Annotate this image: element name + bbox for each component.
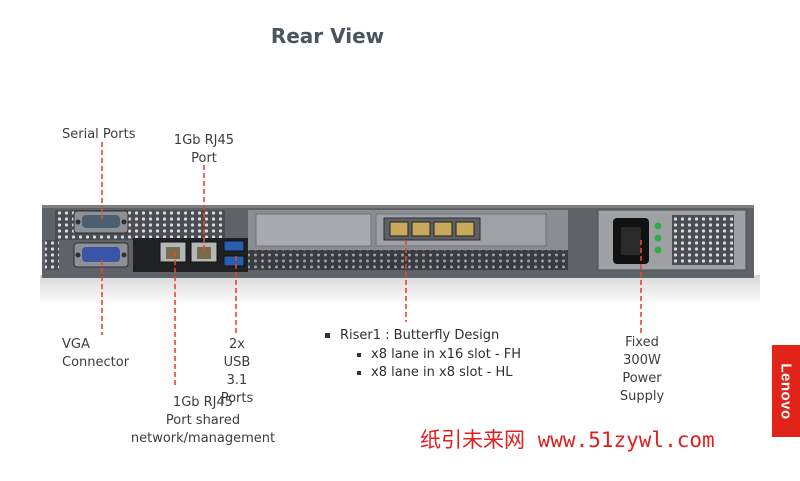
- pcie-network-card: [383, 217, 481, 241]
- label-usb-line2: USB: [223, 355, 251, 370]
- serial-port: [73, 210, 129, 234]
- label-rj45-shared-line3: network/management: [130, 431, 276, 446]
- riser-item: x8 lane in x16 slot - FH: [371, 347, 522, 362]
- label-psu-line3: Power: [622, 371, 662, 386]
- floor-reflection: [40, 275, 760, 305]
- label-power-supply: Fixed 300W Power Supply: [606, 334, 678, 406]
- label-vga-connector: VGA Connector: [62, 336, 129, 372]
- watermark: 纸引未来网 www.51zywl.com: [420, 428, 715, 452]
- label-usb-line4: Ports: [220, 391, 254, 406]
- label-rj45-port: 1Gb RJ45 Port: [162, 132, 246, 168]
- label-usb-line1: 2x: [229, 337, 245, 352]
- lenovo-logo-text: Lenovo: [777, 362, 795, 420]
- usb-ports: [223, 240, 245, 267]
- label-rj45-shared-line1: 1Gb RJ45: [172, 395, 234, 410]
- rj45-port: [190, 241, 218, 263]
- riser-description: Riser1 : Butterfly Design x8 lane in x16…: [325, 328, 521, 380]
- label-rj45-shared-line2: Port shared: [165, 413, 241, 428]
- label-rj45-port-line1: 1Gb RJ45: [173, 133, 235, 148]
- label-serial-ports: Serial Ports: [62, 127, 136, 142]
- vga-port: [73, 242, 129, 268]
- label-usb-line3: 3.1: [226, 373, 248, 388]
- label-psu-line1: Fixed: [625, 335, 659, 350]
- rj45-shared-port: [159, 241, 187, 263]
- label-vga-line2: Connector: [62, 355, 130, 370]
- riser-item: x8 lane in x8 slot - HL: [371, 365, 513, 380]
- label-usb-ports: 2x USB 3.1 Ports: [214, 336, 260, 408]
- label-psu-line4: Supply: [619, 389, 665, 404]
- callout-lines: [101, 142, 642, 388]
- label-vga-line1: VGA: [62, 337, 90, 352]
- label-rj45-port-line2: Port: [191, 151, 217, 166]
- label-rj45-shared: 1Gb RJ45 Port shared network/management: [118, 394, 288, 448]
- label-psu-line2: 300W: [623, 353, 661, 368]
- power-supply: [597, 209, 747, 271]
- diagram-title: Rear View: [270, 24, 385, 48]
- riser-heading: Riser1 : Butterfly Design: [340, 328, 500, 343]
- lenovo-logo: Lenovo: [772, 345, 800, 437]
